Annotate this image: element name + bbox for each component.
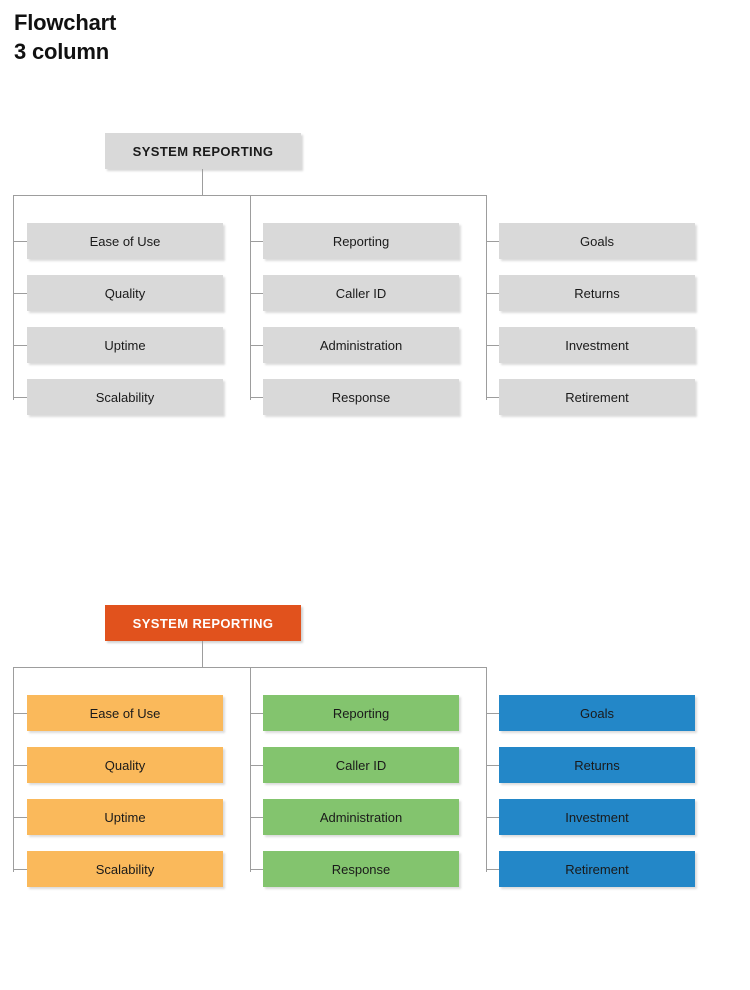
node-investment[interactable]: Investment [499, 799, 695, 835]
connector-stub [486, 345, 500, 346]
connector-stub [250, 869, 264, 870]
node-retirement[interactable]: Retirement [499, 379, 695, 415]
column-2-color: Reporting Caller ID Administration Respo… [263, 695, 459, 887]
connector-spine-column-3 [486, 195, 487, 400]
connector-stub [13, 293, 27, 294]
connector-stub [486, 713, 500, 714]
connector-stub [13, 765, 27, 766]
root-node-gray[interactable]: SYSTEM REPORTING [105, 133, 301, 169]
column-3-gray: Goals Returns Investment Retirement [499, 223, 695, 415]
connector-spine-column-1 [13, 667, 14, 872]
column-1-color: Ease of Use Quality Uptime Scalability [27, 695, 223, 887]
connector-root-drop [202, 641, 203, 667]
connector-root-drop [202, 169, 203, 195]
node-response[interactable]: Response [263, 379, 459, 415]
node-caller-id[interactable]: Caller ID [263, 747, 459, 783]
connector-stub [13, 241, 27, 242]
node-scalability[interactable]: Scalability [27, 851, 223, 887]
node-quality[interactable]: Quality [27, 275, 223, 311]
connector-bus [13, 195, 486, 196]
connector-stub [486, 765, 500, 766]
connector-bus [13, 667, 486, 668]
node-quality[interactable]: Quality [27, 747, 223, 783]
connector-stub [486, 817, 500, 818]
node-caller-id[interactable]: Caller ID [263, 275, 459, 311]
connector-stub [250, 397, 264, 398]
page-title-line-2: 3 column [14, 39, 109, 65]
connector-spine-column-2 [250, 195, 251, 400]
connector-stub [486, 397, 500, 398]
node-ease-of-use[interactable]: Ease of Use [27, 223, 223, 259]
page-title: Flowchart 3 column [14, 8, 116, 66]
connector-stub [13, 817, 27, 818]
flowchart-color: SYSTEM REPORTING Ease of Use Quality Upt… [0, 597, 750, 897]
connector-stub [486, 869, 500, 870]
connector-stub [13, 869, 27, 870]
column-3-color: Goals Returns Investment Retirement [499, 695, 695, 887]
node-response[interactable]: Response [263, 851, 459, 887]
node-returns[interactable]: Returns [499, 747, 695, 783]
connector-stub [250, 817, 264, 818]
node-administration[interactable]: Administration [263, 327, 459, 363]
node-retirement[interactable]: Retirement [499, 851, 695, 887]
node-uptime[interactable]: Uptime [27, 799, 223, 835]
connector-spine-column-2 [250, 667, 251, 872]
connector-stub [13, 345, 27, 346]
connector-stub [250, 293, 264, 294]
node-goals[interactable]: Goals [499, 223, 695, 259]
node-administration[interactable]: Administration [263, 799, 459, 835]
flowchart-gray: SYSTEM REPORTING Ease of Use Quality Upt… [0, 125, 750, 425]
node-reporting[interactable]: Reporting [263, 223, 459, 259]
connector-stub [250, 345, 264, 346]
node-reporting[interactable]: Reporting [263, 695, 459, 731]
connector-stub [486, 293, 500, 294]
node-uptime[interactable]: Uptime [27, 327, 223, 363]
node-scalability[interactable]: Scalability [27, 379, 223, 415]
node-returns[interactable]: Returns [499, 275, 695, 311]
connector-stub [13, 397, 27, 398]
page-title-line-1: Flowchart [14, 10, 117, 35]
node-investment[interactable]: Investment [499, 327, 695, 363]
connector-stub [250, 241, 264, 242]
connector-stub [250, 765, 264, 766]
connector-stub [13, 713, 27, 714]
connector-stub [250, 713, 264, 714]
node-goals[interactable]: Goals [499, 695, 695, 731]
column-2-gray: Reporting Caller ID Administration Respo… [263, 223, 459, 415]
connector-stub [486, 241, 500, 242]
root-node-color[interactable]: SYSTEM REPORTING [105, 605, 301, 641]
node-ease-of-use[interactable]: Ease of Use [27, 695, 223, 731]
column-1-gray: Ease of Use Quality Uptime Scalability [27, 223, 223, 415]
connector-spine-column-3 [486, 667, 487, 872]
connector-spine-column-1 [13, 195, 14, 400]
